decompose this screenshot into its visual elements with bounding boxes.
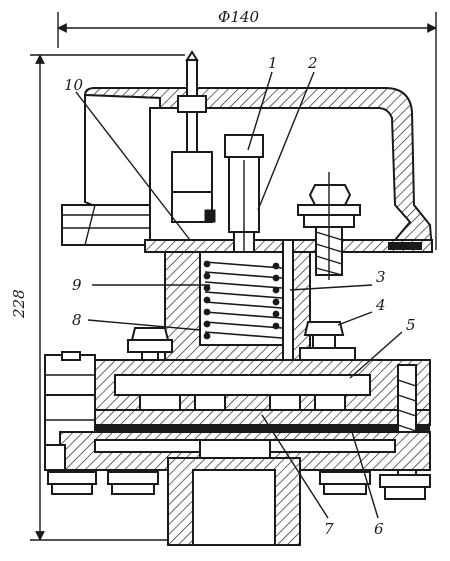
callout-6: 6 xyxy=(374,520,384,538)
callout-5: 5 xyxy=(406,316,416,334)
spring-housing xyxy=(164,251,311,361)
callout-9: 9 xyxy=(72,276,82,294)
outlet-pipe xyxy=(167,439,301,546)
cover-bolt xyxy=(297,172,361,280)
callout-8: 8 xyxy=(72,311,82,329)
diameter-dimension-label: Ф140 xyxy=(218,8,260,26)
diameter-dimension: Ф140 xyxy=(57,8,437,250)
callout-10: 10 xyxy=(64,76,84,94)
valve-body xyxy=(94,359,431,431)
callout-7: 7 xyxy=(324,520,334,538)
callout-labels: 1 2 3 4 5 6 7 8 9 10 xyxy=(64,54,416,538)
callout-2: 2 xyxy=(307,54,318,72)
height-dimension: 228 xyxy=(10,54,185,541)
leader-lines xyxy=(75,71,403,519)
adjusting-screw xyxy=(171,50,216,223)
compression-spring xyxy=(203,260,283,340)
callout-1: 1 xyxy=(268,54,278,72)
bottom-nuts xyxy=(47,471,371,495)
callout-4: 4 xyxy=(375,296,386,314)
callout-3: 3 xyxy=(376,268,386,286)
top-cover xyxy=(61,87,434,253)
height-dimension-label: 228 xyxy=(10,289,28,319)
guide-pin xyxy=(282,239,294,366)
